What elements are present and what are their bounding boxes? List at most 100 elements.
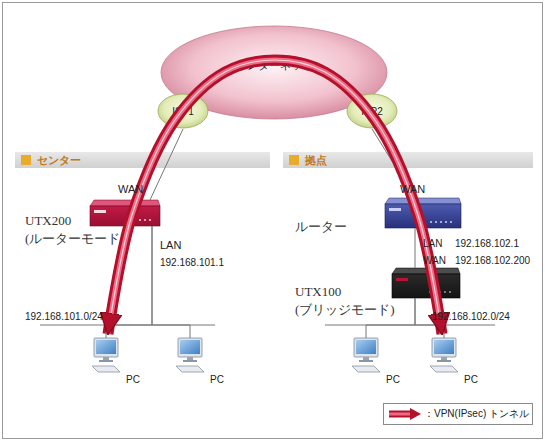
monitor-frame xyxy=(94,338,118,357)
monitor-base xyxy=(183,360,197,362)
legend-text: ：VPN(IPsec) トンネル xyxy=(424,404,529,424)
device-name: UTX200 (ルーターモード) xyxy=(25,212,130,248)
port-label: 192.168.102.1 xyxy=(455,238,519,249)
keyboard xyxy=(92,366,120,372)
monitor-frame xyxy=(354,338,378,357)
monitor-screen xyxy=(180,340,200,354)
indicator-led xyxy=(439,291,441,293)
link-line xyxy=(152,226,190,338)
indicator-led xyxy=(435,221,437,223)
port-label: 192.168.101.0/24 xyxy=(25,311,103,322)
monitor-stand xyxy=(187,357,193,360)
device-name: ルーター xyxy=(295,218,375,236)
pc-icon: PC xyxy=(92,338,124,374)
port-label: LAN xyxy=(423,238,442,249)
link-line xyxy=(106,226,152,338)
pc-shape xyxy=(430,338,462,374)
device-logo xyxy=(389,208,401,211)
indicator-led xyxy=(149,219,151,221)
isp-name: ISP1 xyxy=(172,106,194,117)
device-indicators xyxy=(430,221,452,223)
device-shape xyxy=(385,198,461,228)
legend-tunnel-sample xyxy=(388,407,422,421)
section-title: センター xyxy=(37,153,81,168)
indicator-led xyxy=(134,219,136,221)
indicator-led xyxy=(444,291,446,293)
link-line xyxy=(150,129,183,200)
device-front xyxy=(392,274,460,298)
indicator-led xyxy=(129,219,131,221)
device-front xyxy=(90,206,160,226)
monitor-frame xyxy=(432,338,456,357)
pc-icon: PC xyxy=(176,338,208,374)
network-link xyxy=(106,226,152,338)
section-marker xyxy=(21,155,31,165)
network-link xyxy=(415,228,416,268)
tunnel-heads xyxy=(108,60,442,334)
port-label: WAN xyxy=(118,183,143,195)
vpn-tunnel xyxy=(108,60,442,334)
pc-shape xyxy=(352,338,384,374)
port-label: 192.168.102.0/24 xyxy=(432,311,510,322)
network-link xyxy=(366,298,415,338)
lan-bus xyxy=(325,325,495,326)
pc-shape xyxy=(92,338,124,374)
network-name: インターネット xyxy=(236,58,313,87)
monitor-stand xyxy=(363,357,369,360)
tunnel-inner xyxy=(108,60,442,334)
monitor-screen xyxy=(96,340,116,354)
port-label: 192.168.102.200 xyxy=(455,255,530,266)
network-device: ルーター xyxy=(385,198,461,228)
tube-head xyxy=(410,408,421,420)
port-label: WAN xyxy=(423,255,446,266)
network-device: UTX100 (ブリッジモード) xyxy=(392,268,460,298)
device-logo xyxy=(94,210,106,213)
pc-name: PC xyxy=(464,374,478,385)
link-line xyxy=(415,228,416,268)
keyboard xyxy=(352,366,380,372)
link-line xyxy=(366,298,415,338)
pc-icon: PC xyxy=(352,338,384,374)
port-label: WAN xyxy=(400,183,425,195)
keyboard xyxy=(430,366,458,372)
isp-ellipse: ISP1 xyxy=(157,93,209,129)
pc-shape xyxy=(176,338,208,374)
isp-ellipse: ISP2 xyxy=(346,93,398,129)
indicator-led xyxy=(445,221,447,223)
network-link xyxy=(150,129,183,200)
device-top xyxy=(392,268,460,274)
tunnel-outer xyxy=(108,60,442,334)
device-indicators xyxy=(429,291,451,293)
section-marker xyxy=(289,155,299,165)
isp-ellipse xyxy=(347,94,397,128)
device-indicators xyxy=(129,219,151,221)
monitor-base xyxy=(359,360,373,362)
device-logo xyxy=(396,278,408,281)
keyboard xyxy=(176,366,204,372)
pc-name: PC xyxy=(386,374,400,385)
monitor-screen xyxy=(434,340,454,354)
lan-bus xyxy=(40,325,215,326)
monitor-screen xyxy=(356,340,376,354)
device-shape xyxy=(392,268,460,298)
indicator-led xyxy=(139,219,141,221)
port-label: 192.168.101.1 xyxy=(160,257,224,268)
indicator-led xyxy=(440,221,442,223)
pc-name: PC xyxy=(126,374,140,385)
port-label: LAN xyxy=(160,239,181,251)
monitor-stand xyxy=(103,357,109,360)
device-shape xyxy=(90,200,160,226)
tube-inner xyxy=(389,413,412,416)
connector-group xyxy=(106,60,444,338)
network-link xyxy=(152,226,190,338)
pc-name: PC xyxy=(210,374,224,385)
indicator-led xyxy=(429,291,431,293)
monitor-stand xyxy=(441,357,447,360)
monitor-frame xyxy=(178,338,202,357)
device-front xyxy=(385,204,461,228)
tube-outer xyxy=(389,411,412,418)
network-device: UTX200 (ルーターモード) xyxy=(90,200,160,226)
